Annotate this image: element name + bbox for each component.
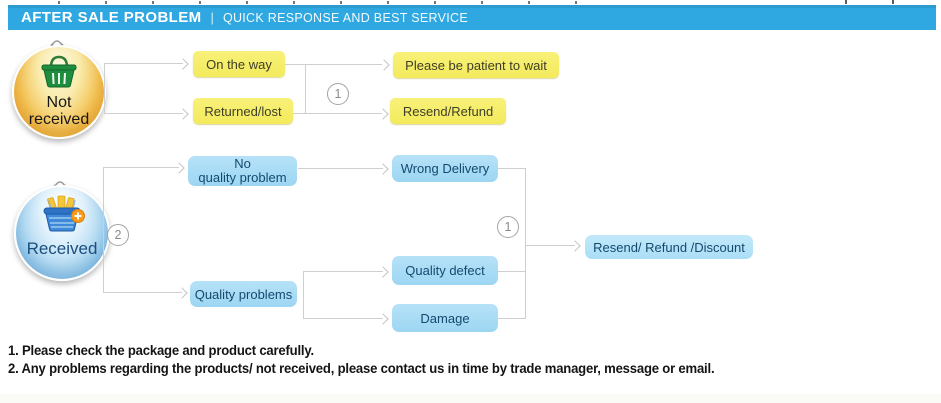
flow-box-damage: Damage <box>392 304 498 332</box>
note-2: 2. Any problems regarding the products/ … <box>8 361 715 376</box>
connector-line <box>285 64 382 65</box>
arrowhead-icon <box>177 108 189 120</box>
arrowhead-icon <box>378 59 390 71</box>
cutoff-text-remnant <box>58 1 618 4</box>
arrowhead-icon <box>177 58 189 70</box>
connector-line <box>525 245 575 246</box>
arrowhead-icon <box>173 162 185 174</box>
connector-line <box>103 167 104 293</box>
connector-line <box>498 168 525 169</box>
not-received-badge: Not received <box>12 45 106 139</box>
arrowhead-icon <box>569 240 581 252</box>
not-received-label: Not received <box>28 94 90 128</box>
arrowhead-icon <box>176 287 188 299</box>
next-section-strip <box>0 394 941 403</box>
shopping-basket-plus-icon <box>43 195 85 232</box>
flow-box-resend-refund-discount: Resend/ Refund /Discount <box>585 235 753 259</box>
received-badge: Received <box>14 185 110 281</box>
flow-box-on-the-way: On the way <box>193 51 285 77</box>
shopping-basket-icon <box>41 55 77 88</box>
connector-line <box>303 271 383 272</box>
received-label: Received <box>26 239 98 258</box>
arrowhead-icon <box>377 266 389 278</box>
connector-line <box>498 271 525 272</box>
banner-subtitle: QUICK RESPONSE AND BEST SERVICE <box>222 10 468 25</box>
flow-box-resend-refund: Resend/Refund <box>390 98 506 124</box>
connector-line <box>293 113 382 114</box>
connector-line <box>104 113 183 114</box>
connector-line <box>104 63 105 114</box>
step-number-badge: 1 <box>327 83 349 105</box>
connector-line <box>103 167 179 168</box>
note-1: 1. Please check the package and product … <box>8 343 314 358</box>
banner-title: AFTER SALE PROBLEM <box>21 9 202 26</box>
step-number-badge: 2 <box>107 224 129 246</box>
arrowhead-icon <box>377 313 389 325</box>
cutoff-text-remnant <box>845 0 907 4</box>
connector-line <box>104 63 183 64</box>
flow-box-quality-problems: Quality problems <box>190 281 297 307</box>
section-banner: AFTER SALE PROBLEM | QUICK RESPONSE AND … <box>8 5 936 30</box>
flow-box-no-quality-problem: No quality problem <box>188 156 297 186</box>
banner-separator: | <box>210 10 214 25</box>
flow-box-returned-lost: Returned/lost <box>193 98 293 124</box>
connector-line <box>525 168 526 319</box>
step-number-badge: 1 <box>497 216 519 238</box>
flow-box-wrong-delivery: Wrong Delivery <box>392 155 498 182</box>
connector-line <box>303 318 383 319</box>
connector-line <box>103 292 182 293</box>
connector-line <box>298 168 383 169</box>
connector-line <box>305 64 306 114</box>
arrowhead-icon <box>377 163 389 175</box>
flow-box-please-wait: Please be patient to wait <box>393 52 559 78</box>
connector-line <box>498 318 525 319</box>
connector-line <box>303 271 304 319</box>
flow-box-quality-defect: Quality defect <box>392 256 498 285</box>
arrowhead-icon <box>377 108 389 120</box>
